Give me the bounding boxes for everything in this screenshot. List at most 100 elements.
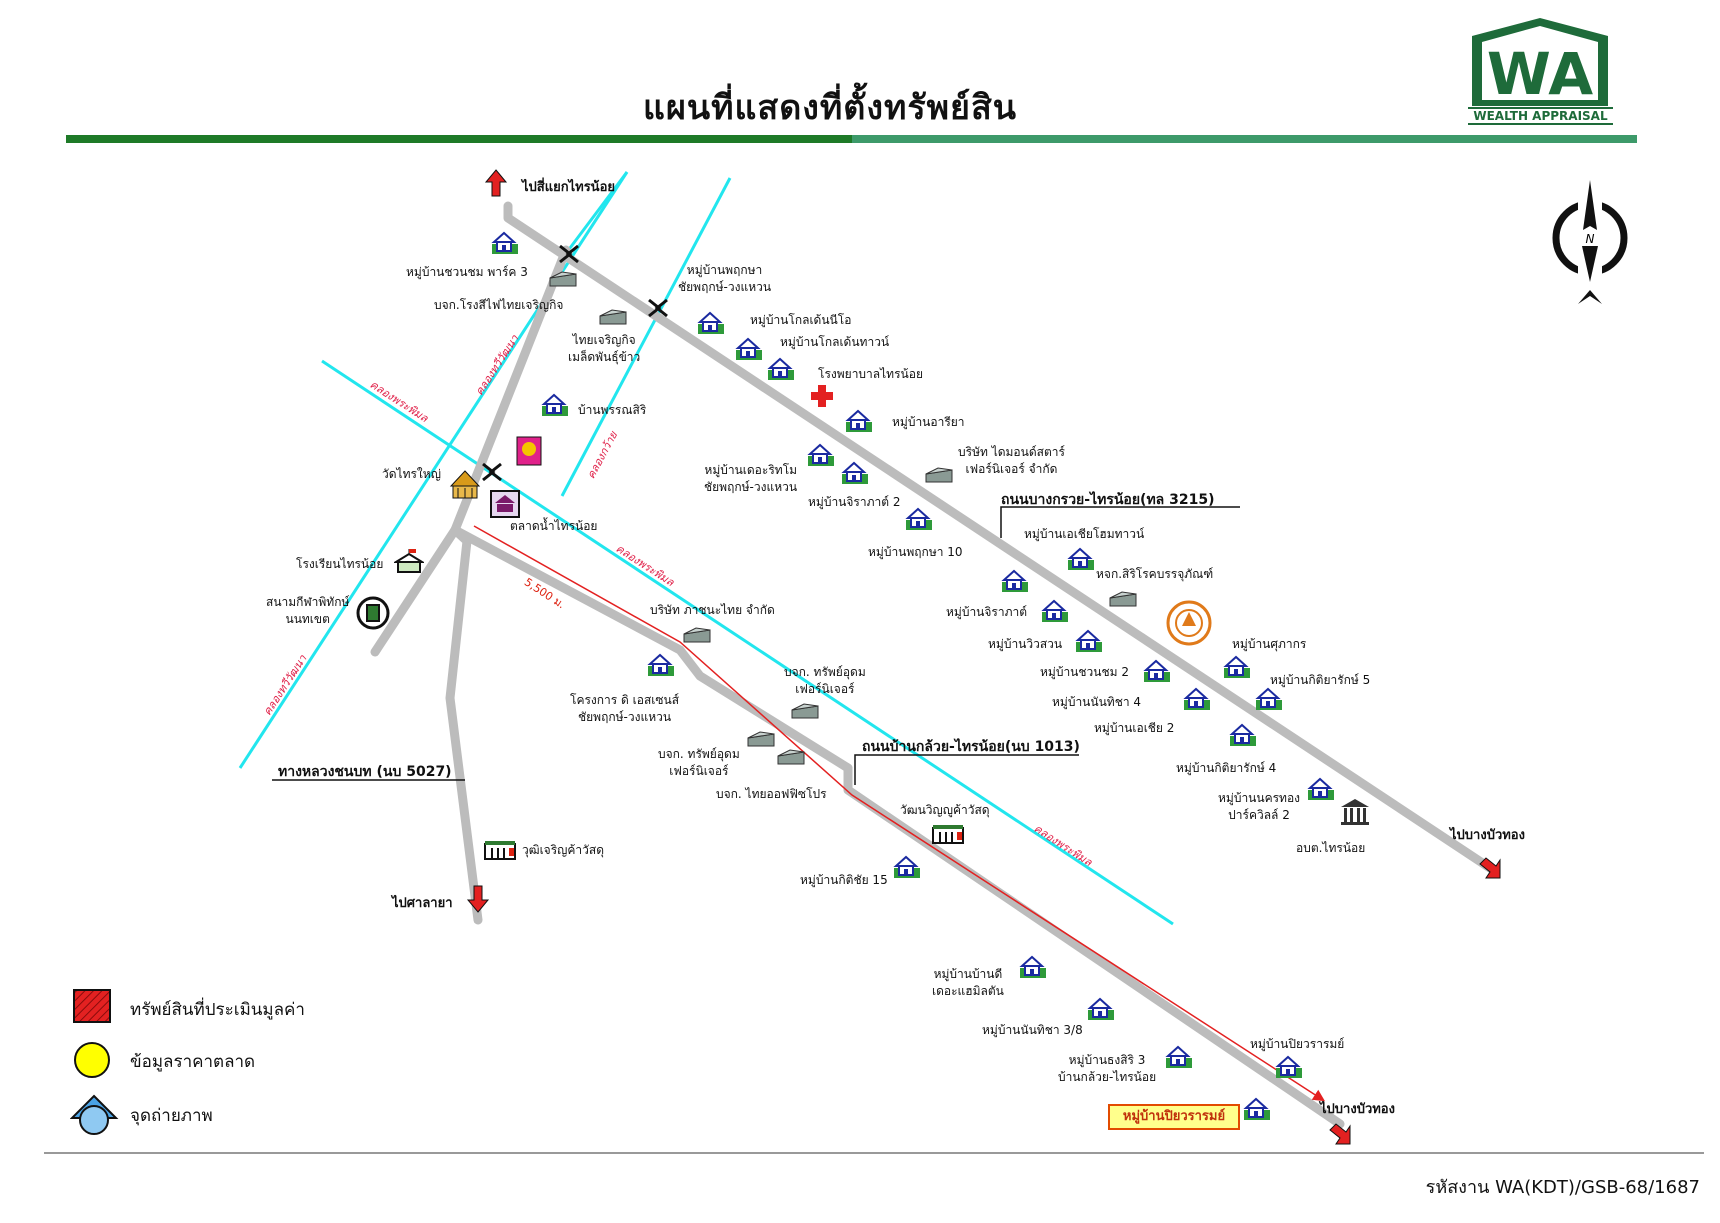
direction-east2-label: ไปบางบัวทอง [1320, 1102, 1395, 1117]
house-icon [734, 336, 764, 366]
place-label-p24: หมู่บ้านชวนชม 2 [1040, 665, 1129, 679]
factory-icon [924, 466, 954, 488]
house-icon [844, 408, 874, 438]
place-label-p07: โรงพยาบาลไทรน้อย [818, 367, 923, 381]
place-label-p20: บริษัท ภาชนะไทย จำกัด [650, 603, 775, 617]
factory-icon [790, 702, 820, 724]
junction-2 [648, 298, 668, 318]
factory-icon [548, 270, 578, 292]
report-code: รหัสงาน WA(KDT)/GSB-68/1687 [1425, 1177, 1700, 1198]
house-icon [892, 854, 922, 884]
place-label-p25: หมู่บ้านกิติยารักษ์ 5 [1270, 673, 1371, 687]
logo-text: WEALTH APPRAISAL [1468, 107, 1613, 125]
wealth-appraisal-logo: WA [1472, 18, 1608, 108]
place-label-p12: วัดไทรใหญ่ [382, 467, 441, 481]
legend-label-photo: จุดถ่ายภาพ [130, 1106, 213, 1126]
canal-kawai [560, 177, 732, 497]
canals [238, 171, 1174, 926]
header-divider-left [66, 135, 852, 143]
road-name-1013: ถนนบ้านกล้วย-ไทรน้อย(นบ 1013) [862, 739, 1080, 755]
place-label-p36: วุฒิเจริญค้าวัสดุ [522, 843, 605, 857]
place-label-p21: หมู่บ้านจิราภาต์ [946, 605, 1028, 619]
house-icon [806, 442, 836, 472]
place-label-p16: หมู่บ้านเอเชียโฮมทาวน์ [1024, 527, 1145, 541]
place-label-p17: โรงเรียนไทรน้อย [296, 557, 384, 571]
house-icon [490, 230, 520, 260]
road-side [370, 525, 460, 657]
factory-icon [746, 730, 776, 752]
direction-arrows [466, 169, 1501, 1145]
place-label-p10: หมู่บ้านเดอะริทโม ชัยพฤกษ์-วงแหวน [704, 463, 798, 494]
road-name-3215: ถนนบางกรวย-ไทรน้อย(ทล 3215) [1001, 492, 1215, 508]
hospital-icon [810, 384, 834, 412]
place-label-p09: หมู่บ้านอารียา [892, 415, 965, 429]
place-label-p34: วัฒนวิญญูค้าวัสดุ [900, 803, 990, 817]
place-label-p19: สนามกีฬาพิทักษ์ นนทเขต [266, 595, 350, 626]
house-icon [1222, 654, 1252, 684]
house-icon [1066, 546, 1096, 576]
house-icon [1074, 628, 1104, 658]
header-divider-right [852, 135, 1637, 143]
place-label-p29: หมู่บ้านเอเชีย 2 [1094, 721, 1175, 735]
house-icon [1228, 722, 1258, 752]
house-icon [540, 392, 570, 422]
government-seal-icon [1166, 600, 1212, 650]
convenience-store-icon [516, 436, 542, 470]
place-label-p35: อบต.ไทรน้อย [1296, 841, 1366, 855]
house-icon [1142, 658, 1172, 688]
place-label-p32: บจก. ไทยออฟฟิซโปร [716, 787, 827, 801]
road-name-5027: ทางหลวงชนบท (นบ 5027) [278, 764, 452, 780]
house-icon [1040, 598, 1070, 628]
place-label-p26: โครงการ ดิ เอสเซนส์ ชัยพฤกษ์-วงแหวน [570, 693, 680, 724]
arrow-south [466, 885, 490, 913]
road-3215 [503, 201, 1501, 877]
house-icon [1164, 1044, 1194, 1074]
house-icon [1000, 568, 1030, 598]
house-icon [1274, 1054, 1304, 1084]
compass-n: N [1586, 232, 1595, 246]
place-label-p02: บจก.โรงสีไฟไทยเจริญกิจ [434, 298, 564, 312]
factory-icon [598, 308, 628, 330]
place-label-p03: หมู่บ้านพฤกษา ชัยพฤกษ์-วงแหวน [678, 263, 772, 294]
place-label-p15: หมู่บ้านพฤกษา 10 [868, 545, 963, 559]
place-label-p13: หมู่บ้านจิราภาต์ 2 [808, 495, 901, 509]
pointer-1013 [854, 754, 1079, 785]
place-label-p28: หมู่บ้านนันทิชา 4 [1052, 695, 1142, 709]
place-label-p14: ตลาดน้ำไทรน้อย [510, 519, 598, 533]
arrow-east-2 [1329, 1123, 1351, 1145]
subject-property-label: หมู่บ้านปิยวรารมย์ [1108, 1104, 1240, 1130]
place-label-p33: หมู่บ้านนครทอง ปาร์ควิลล์ 2 [1218, 791, 1301, 822]
house-icon [1018, 954, 1048, 984]
house-icon [646, 652, 676, 682]
distance-route [473, 525, 1326, 1102]
legend-item-appraised: ทรัพย์สินที่ประเมินมูลค่า [70, 988, 305, 1028]
house-icon [840, 460, 870, 490]
page-title: แผนที่แสดงที่ตั้งทรัพย์สิน [643, 88, 1017, 128]
place-label-p37: หมู่บ้านกิติชัย 15 [800, 873, 888, 887]
factory-icon [682, 626, 712, 648]
direction-east1-label: ไปบางบัวทอง [1450, 828, 1525, 843]
canal-thawiwatthana [238, 171, 629, 769]
place-label-p06: ไทยเจริญกิจ เมล็ดพันธุ์ข้าว [568, 333, 641, 364]
legend-label-market: ข้อมูลราคาตลาด [130, 1052, 256, 1072]
legend-label-appraised: ทรัพย์สินที่ประเมินมูลค่า [130, 1000, 305, 1020]
compass: N [1552, 180, 1628, 304]
temple-icon [448, 470, 482, 504]
direction-north-label: ไปสี่แยกไทรน้อย [522, 180, 615, 195]
place-label-p27: บจก. ทรัพย์อุดม เฟอร์นิเจอร์ [784, 665, 866, 696]
government-building-icon [1340, 798, 1370, 830]
place-label-p11: บริษัท ไดมอนด์สตาร์ เฟอร์นิเจอร์ จำกัด [958, 445, 1065, 476]
factory-icon [776, 748, 806, 770]
house-icon [1182, 686, 1212, 716]
house-icon [766, 356, 796, 386]
legend-item-photo: จุดถ่ายภาพ [69, 1094, 213, 1135]
building-materials-shop-icon [932, 824, 964, 848]
legend-item-market: ข้อมูลราคาตลาด [70, 1040, 255, 1080]
yellow-circle-icon [74, 1042, 110, 1078]
place-label-p40: หมู่บ้านปิยวรารมย์ [1250, 1037, 1345, 1051]
road-pointers [272, 506, 1240, 785]
house-icon [1254, 686, 1284, 716]
place-label-p31: หมู่บ้านกิติยารักษ์ 4 [1176, 761, 1277, 775]
